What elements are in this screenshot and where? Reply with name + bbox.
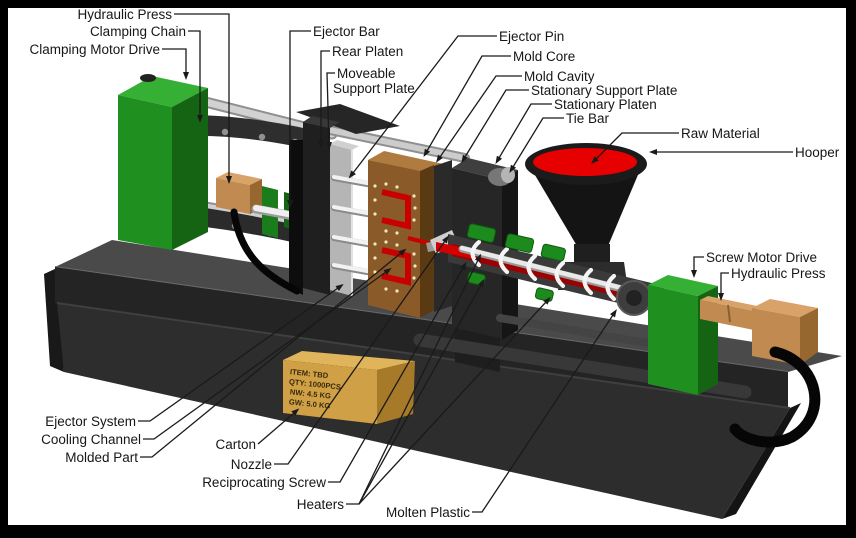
carton-text-item: ITEM: TBD bbox=[290, 367, 330, 380]
ejector-bar-part bbox=[289, 140, 303, 295]
carton-box: ITEM: TBD QTY: 1000PCS NW: 4.5 KG GW: 5.… bbox=[283, 351, 415, 424]
label-cooling-channel: Cooling Channel bbox=[41, 432, 141, 447]
leader-rear-platen bbox=[318, 50, 330, 148]
label-stationary-support-plate: Stationary Support Plate bbox=[531, 83, 677, 98]
label-hydraulic-press-left: Hydraulic Press bbox=[77, 7, 172, 22]
label-mold-cavity: Mold Cavity bbox=[524, 69, 595, 84]
label-clamping-motor-drive: Clamping Motor Drive bbox=[29, 42, 160, 57]
label-molded-part: Molded Part bbox=[65, 450, 138, 465]
clamping-motor-block bbox=[118, 74, 208, 250]
label-ejector-bar: Ejector Bar bbox=[313, 24, 380, 39]
leader-ejector-system bbox=[138, 283, 344, 422]
cooling-channel-dots bbox=[373, 182, 417, 293]
leader-molten-plastic bbox=[472, 309, 617, 513]
leader-raw-material bbox=[591, 132, 679, 164]
label-tie-bar: Tie Bar bbox=[566, 111, 610, 126]
leader-hydraulic-press-left bbox=[174, 13, 232, 184]
label-heaters: Heaters bbox=[297, 497, 345, 512]
leader-molded-part bbox=[140, 248, 407, 458]
screw-collar bbox=[616, 280, 652, 316]
label-moveable-support-plate-line1: Moveable bbox=[337, 66, 396, 81]
label-rear-platen: Rear Platen bbox=[332, 44, 403, 59]
label-reciprocating-screw: Reciprocating Screw bbox=[202, 475, 326, 490]
leader-mold-cavity bbox=[436, 75, 522, 163]
leader-heaters-2 bbox=[358, 278, 485, 505]
label-ejector-pin: Ejector Pin bbox=[499, 29, 564, 44]
cable-right bbox=[729, 346, 821, 448]
leader-reciprocating-screw bbox=[328, 261, 467, 483]
carton-text-gw: GW: 5.0 KG bbox=[288, 397, 330, 410]
reciprocating-screw-part bbox=[458, 239, 654, 302]
label-raw-material: Raw Material bbox=[681, 126, 760, 141]
label-ejector-system: Ejector System bbox=[45, 414, 136, 429]
label-carton: Carton bbox=[215, 437, 256, 452]
label-stationary-platen: Stationary Platen bbox=[554, 97, 657, 112]
leader-tie-bar bbox=[509, 117, 564, 173]
leader-stationary-platen bbox=[495, 103, 552, 165]
molten-plastic-bright bbox=[436, 242, 474, 259]
leader-carton bbox=[257, 408, 300, 445]
leader-clamping-chain bbox=[188, 30, 203, 123]
leader-clamping-motor-drive bbox=[162, 48, 189, 80]
leader-stationary-support-plate bbox=[461, 89, 529, 163]
carton-text-nw: NW: 4.5 KG bbox=[289, 387, 331, 400]
cable-left bbox=[230, 208, 301, 295]
top-beam bbox=[296, 104, 400, 134]
injection-unit bbox=[413, 143, 818, 399]
mold-block bbox=[368, 151, 448, 318]
machine-illustration: ITEM: TBD QTY: 1000PCS NW: 4.5 KG GW: 5.… bbox=[44, 74, 842, 519]
label-mold-core: Mold Core bbox=[513, 49, 575, 64]
raw-material-fill bbox=[533, 148, 637, 176]
leader-mold-core bbox=[423, 55, 511, 158]
label-molten-plastic: Molten Plastic bbox=[386, 505, 470, 520]
leader-screw-motor-drive bbox=[691, 256, 704, 278]
labels: Hydraulic Press Clamping Chain Clamping … bbox=[29, 7, 839, 520]
leader-moveable-support-plate bbox=[325, 72, 335, 150]
label-nozzle: Nozzle bbox=[231, 457, 272, 472]
label-clamping-chain: Clamping Chain bbox=[90, 24, 186, 39]
label-hydraulic-press-right: Hydraulic Press bbox=[731, 266, 826, 281]
leader-ejector-bar bbox=[287, 30, 311, 208]
leader-nozzle bbox=[274, 235, 450, 465]
cables bbox=[230, 208, 821, 448]
label-moveable-support-plate-line2: Support Plate bbox=[333, 81, 415, 96]
label-hooper: Hooper bbox=[795, 145, 840, 160]
molded-part-channels bbox=[381, 189, 411, 286]
leader-lines bbox=[138, 13, 793, 513]
leader-heaters-3 bbox=[358, 296, 551, 505]
label-screw-motor-drive: Screw Motor Drive bbox=[706, 250, 817, 265]
screw-motor-block bbox=[648, 275, 718, 395]
hydraulic-press-right-block bbox=[700, 296, 818, 365]
leader-ejector-pin bbox=[348, 35, 497, 179]
leader-cooling-channel bbox=[143, 267, 392, 440]
leader-hydraulic-press-right bbox=[718, 272, 729, 301]
